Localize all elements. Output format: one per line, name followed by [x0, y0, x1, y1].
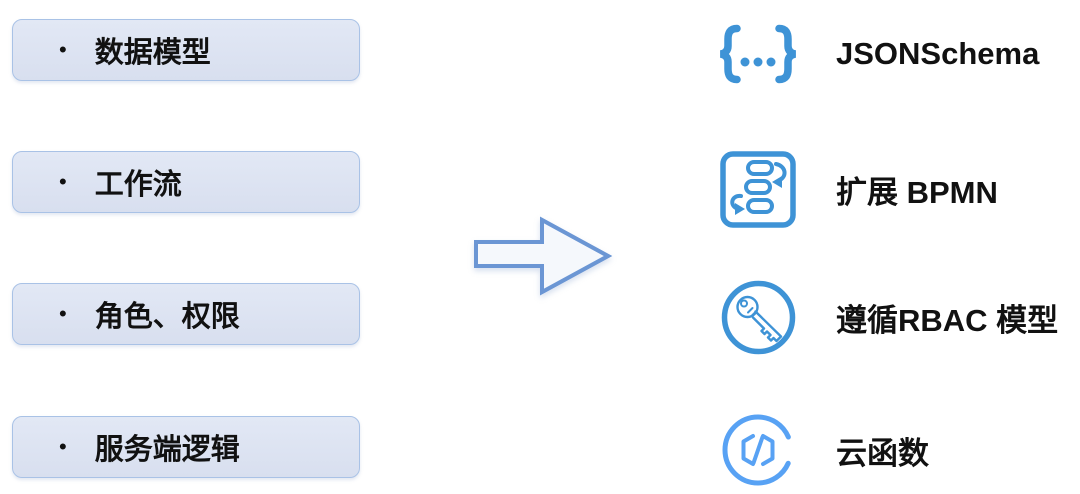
right-item-rbac: 遵循RBAC 模型 [714, 277, 1058, 357]
bullet-icon: • [59, 169, 67, 194]
left-box-label: 角色、权限 [94, 301, 240, 333]
left-box-roles-permissions: • 角色、权限 [12, 283, 360, 345]
right-item-cloud-function: 云函数 [714, 410, 929, 490]
bpmn-flow-icon [714, 150, 802, 228]
rbac-key-icon [714, 280, 802, 355]
json-schema-icon [714, 24, 802, 84]
right-item-label: 云函数 [836, 435, 929, 471]
left-box-server-logic: • 服务端逻辑 [12, 416, 360, 478]
left-box-label: 服务端逻辑 [94, 434, 240, 466]
right-item-label: 遵循RBAC 模型 [836, 302, 1059, 338]
cloud-function-icon [714, 409, 802, 491]
right-item-label: 扩展 BPMN [836, 174, 998, 210]
bullet-icon: • [59, 301, 67, 326]
left-box-workflow: • 工作流 [12, 151, 360, 213]
right-item-jsonschema: JSONSchema [714, 14, 1039, 94]
bullet-icon: • [59, 37, 67, 62]
left-box-label: 工作流 [94, 169, 182, 201]
right-item-bpmn: 扩展 BPMN [714, 149, 998, 229]
bullet-icon: • [59, 434, 67, 459]
left-box-data-model: • 数据模型 [12, 19, 360, 81]
right-block-arrow-icon [474, 216, 613, 296]
left-box-label: 数据模型 [94, 37, 211, 69]
right-item-label: JSONSchema [836, 36, 1040, 71]
